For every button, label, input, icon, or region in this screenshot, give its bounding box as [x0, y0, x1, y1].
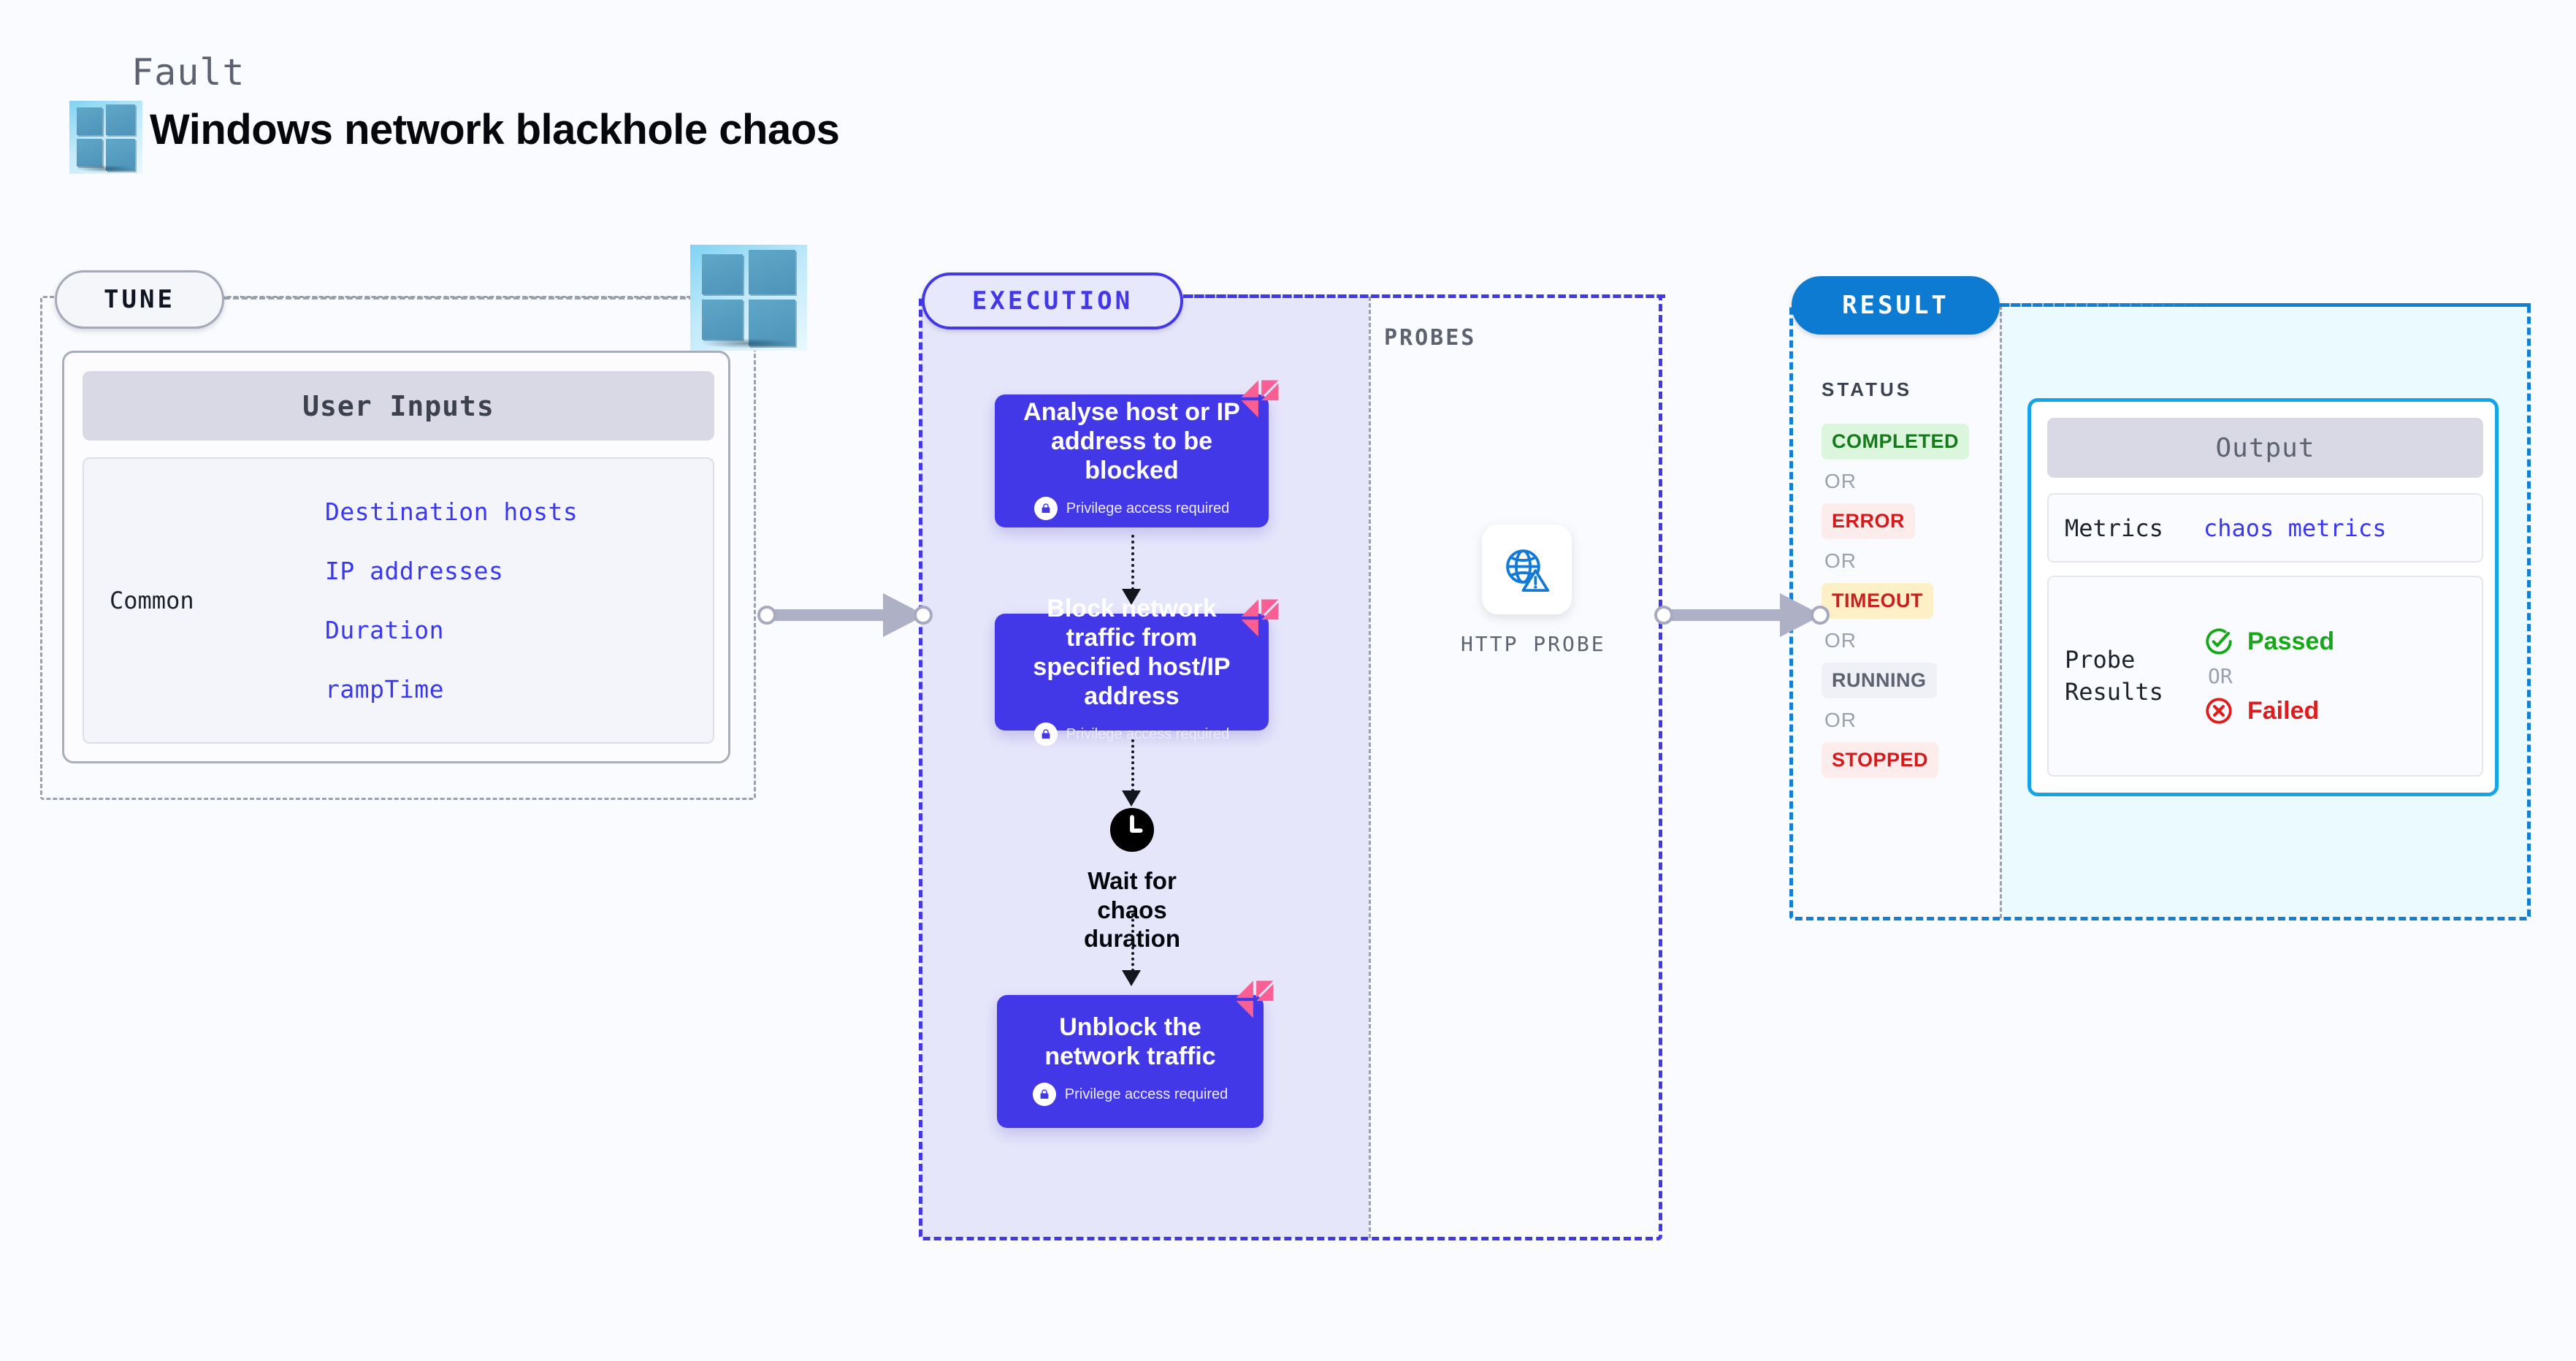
probe-results-key: Probe Results: [2065, 646, 2163, 706]
step-title: Block network traffic from specified hos…: [1033, 594, 1231, 711]
input-item-ip-addresses[interactable]: IP addresses: [325, 557, 504, 585]
privilege-text: Privilege access required: [1066, 500, 1230, 516]
privilege-note: Privilege access required: [1032, 1083, 1228, 1107]
tune-pill-label: TUNE: [55, 270, 224, 329]
probe-item-http[interactable]: HTTP PROBE: [1461, 525, 1606, 656]
connector-probes-to-result: [1654, 593, 1830, 637]
tune-top-dashed-line: [224, 297, 765, 300]
clock-icon: [1109, 807, 1155, 853]
execution-pill-label: EXECUTION: [922, 272, 1183, 329]
privilege-note: Privilege access required: [1033, 723, 1230, 747]
metrics-key: Metrics: [2065, 514, 2163, 542]
lock-icon: [1033, 723, 1058, 747]
failed-label: Failed: [2247, 696, 2320, 725]
windows-logo-icon: [69, 101, 142, 174]
user-inputs-card: User Inputs Common Destination hosts IP …: [62, 351, 730, 763]
step-title: Analyse host or IP address to be blocked: [1023, 397, 1240, 485]
or-separator: OR: [1824, 709, 1857, 731]
privilege-text: Privilege access required: [1064, 1086, 1228, 1102]
page-title: Windows network blackhole chaos: [150, 106, 840, 153]
execution-step-analyse[interactable]: Analyse host or IP address to be blocked…: [995, 380, 1279, 527]
status-badge-error: ERROR: [1822, 503, 1916, 539]
or-separator: OR: [1824, 470, 1857, 492]
globe-warning-icon: [1506, 549, 1550, 592]
or-separator: OR: [1824, 629, 1857, 652]
result-top-dashed-line: [2000, 303, 2531, 307]
user-inputs-title: User Inputs: [83, 371, 714, 441]
x-circle-icon: [2206, 698, 2232, 724]
probe-results-row: Probe Results Passed OR Failed: [2047, 576, 2483, 777]
user-inputs-body: Common Destination hosts IP addresses Du…: [83, 457, 714, 744]
execution-step-block-traffic[interactable]: Block network traffic from specified hos…: [995, 595, 1279, 747]
chaos-ribbon-icon: [1241, 380, 1279, 418]
input-item-ramptime[interactable]: rampTime: [325, 675, 444, 704]
metrics-row: Metrics chaos metrics: [2047, 493, 2483, 563]
execution-top-dashed-line: [1183, 294, 1665, 298]
status-heading: STATUS: [1822, 378, 1913, 400]
or-separator: OR: [2208, 664, 2233, 688]
probe-result-passed: Passed: [2204, 626, 2334, 657]
input-group-label: Common: [110, 587, 194, 614]
privilege-note: Privilege access required: [1033, 497, 1230, 521]
chaos-ribbon-icon: [1236, 980, 1274, 1018]
probes-section-label: PROBES: [1384, 325, 1477, 351]
lock-icon: [1033, 497, 1058, 521]
probes-divider: [1369, 297, 1371, 1238]
passed-label: Passed: [2247, 627, 2335, 655]
input-list: Destination hosts IP addresses Duration …: [325, 497, 578, 704]
windows-logo-icon: [690, 245, 807, 351]
status-list: COMPLETED OR ERROR OR TIMEOUT OR RUNNING…: [1822, 424, 1990, 778]
probe-results-values: Passed OR Failed: [2204, 626, 2334, 726]
check-circle-icon: [2206, 628, 2232, 655]
fault-header: Fault Windows network blackhole chaos: [69, 51, 1092, 183]
result-divider: [2000, 305, 2002, 918]
probe-caption: HTTP PROBE: [1461, 632, 1606, 656]
privilege-text: Privilege access required: [1066, 725, 1230, 742]
status-badge-timeout: TIMEOUT: [1822, 583, 1933, 619]
input-item-destination-hosts[interactable]: Destination hosts: [325, 497, 578, 526]
status-badge-stopped: STOPPED: [1822, 742, 1939, 778]
result-pill-label: RESULT: [1792, 276, 2000, 335]
probe-tile: [1481, 525, 1572, 614]
connector-tune-to-execution: [757, 593, 933, 637]
step-title: Unblock the network traffic: [1044, 1013, 1216, 1070]
fault-kicker: Fault: [131, 51, 245, 94]
chaos-ribbon-icon: [1241, 599, 1279, 637]
execution-step-unblock-traffic[interactable]: Unblock the network traffic Privilege ac…: [997, 980, 1274, 1128]
status-badge-completed: COMPLETED: [1822, 424, 1970, 460]
metrics-value[interactable]: chaos metrics: [2204, 514, 2387, 542]
output-title: Output: [2047, 418, 2483, 478]
status-badge-running: RUNNING: [1822, 663, 1937, 698]
or-separator: OR: [1824, 549, 1857, 572]
input-item-duration[interactable]: Duration: [325, 616, 444, 644]
output-card: Output Metrics chaos metrics Probe Resul…: [2027, 398, 2499, 796]
probe-result-failed: Failed: [2204, 695, 2334, 726]
lock-icon: [1032, 1083, 1056, 1107]
